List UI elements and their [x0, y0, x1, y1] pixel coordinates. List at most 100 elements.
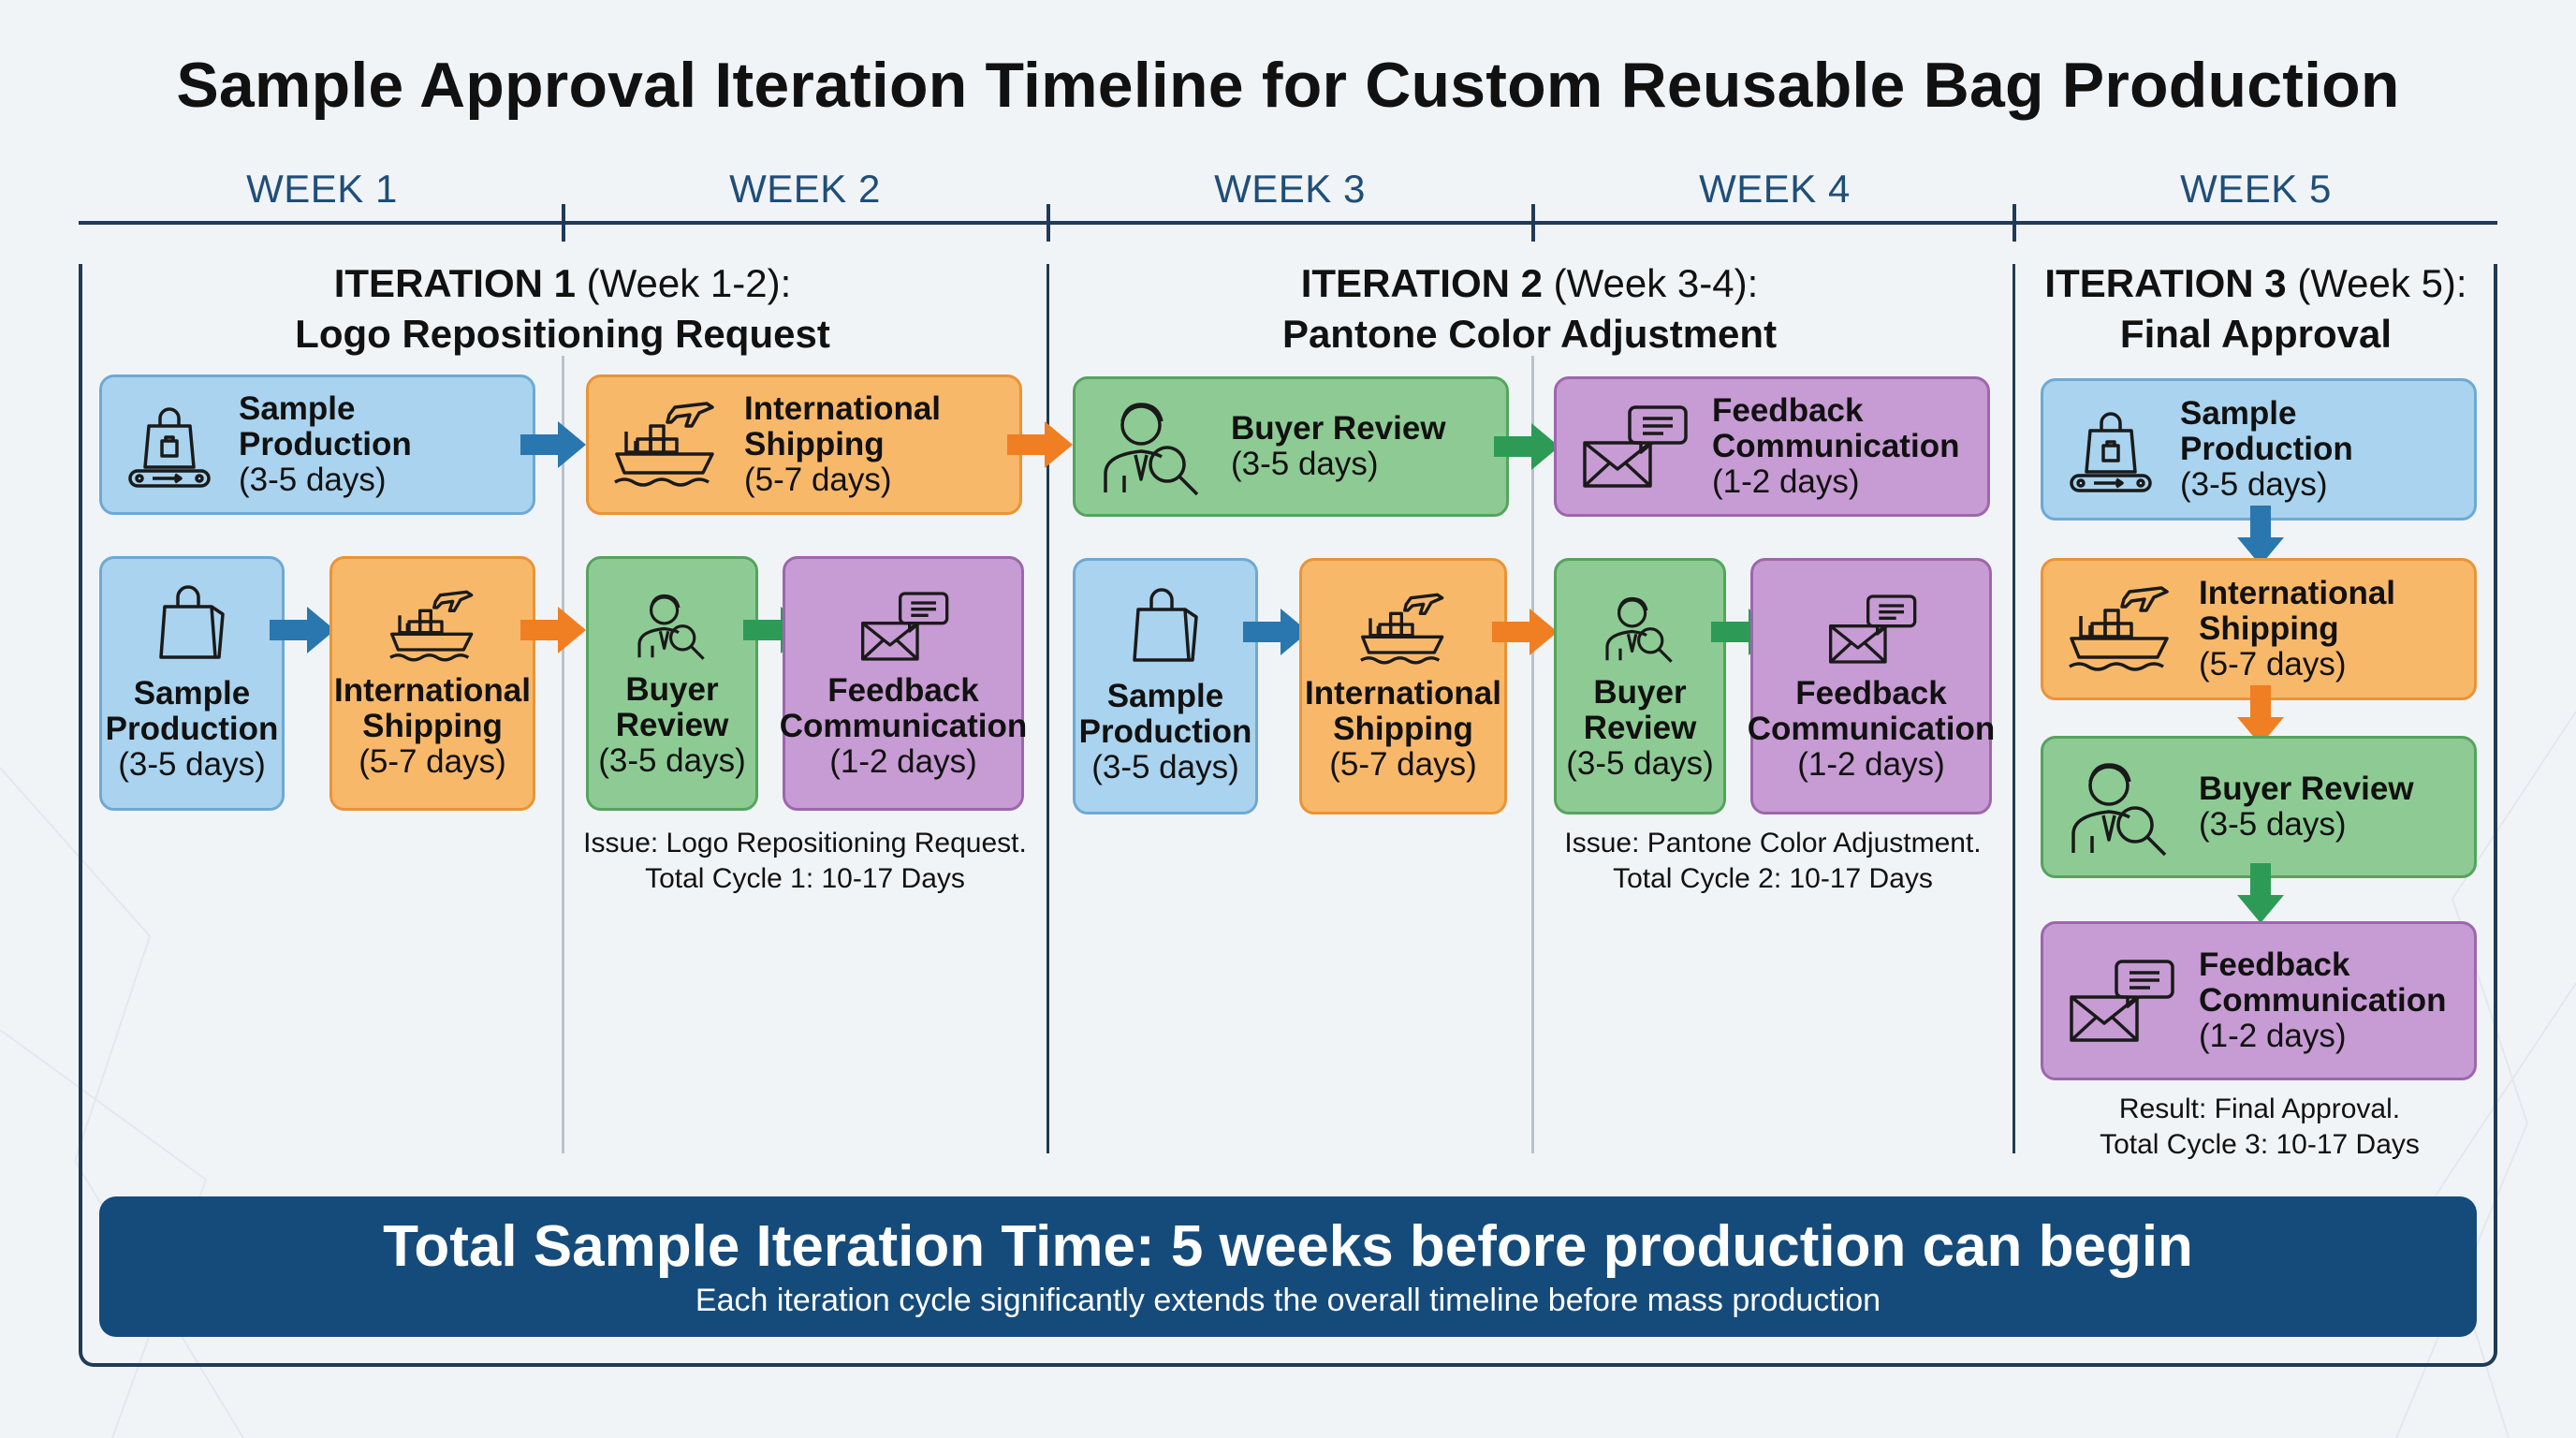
- step-name: Buyer: [625, 671, 719, 708]
- step-name: Sample: [239, 390, 356, 427]
- step-name: Feedback: [2199, 946, 2350, 983]
- step-name: Production: [239, 426, 412, 462]
- iteration-divider: [2012, 264, 2015, 1153]
- shopping-bag-icon: [1131, 587, 1200, 666]
- iteration-3-range: (Week 5):: [2297, 261, 2467, 305]
- step-duration: (5-7 days): [2199, 646, 2347, 682]
- step-name: Buyer Review: [2199, 770, 2414, 807]
- step-duration: (1-2 days): [1797, 746, 1945, 783]
- step-name: International: [333, 672, 532, 709]
- iteration-3-step-buyer-review: Buyer Review(3-5 days): [2041, 736, 2477, 878]
- step-name: Shipping: [362, 708, 503, 744]
- iteration-1-header: ITERATION 1 (Week 1-2): Logo Repositioni…: [97, 258, 1028, 360]
- week-label-4: WEEK 4: [1699, 167, 1851, 211]
- iteration-1-total: Total Cycle 1: 10-17 Days: [645, 863, 965, 894]
- arrow-icon: [1492, 609, 1558, 655]
- step-name: Production: [1078, 713, 1252, 750]
- page-title: Sample Approval Iteration Timeline for C…: [176, 50, 2400, 121]
- week-label-2: WEEK 2: [729, 167, 881, 211]
- step-name: Communication: [1747, 711, 1996, 747]
- shopping-bag-icon: [157, 584, 227, 663]
- step-duration: (1-2 days): [2199, 1018, 2347, 1054]
- step-duration: (3-5 days): [1231, 446, 1379, 482]
- arrow-icon: [1243, 609, 1309, 655]
- step-buyer-review: Buyer Review(3-5 days): [1073, 376, 1509, 517]
- step-name: Review: [1583, 710, 1697, 746]
- shopping-bag-conveyor-icon: [2064, 403, 2158, 496]
- iteration-3-subtitle: Final Approval: [2119, 312, 2393, 356]
- step-name: Sample: [2180, 395, 2297, 432]
- step-duration: (3-5 days): [1566, 745, 1714, 782]
- step-name: Production: [105, 711, 279, 747]
- axis-tick: [2012, 204, 2016, 242]
- reviewer-magnifier-icon: [2064, 756, 2176, 858]
- arrow-icon: [2237, 863, 2284, 923]
- cargo-ship-plane-icon: [609, 398, 722, 492]
- week-label-3: WEEK 3: [1214, 167, 1366, 211]
- iteration-1-range: (Week 1-2):: [586, 261, 792, 305]
- envelope-chat-icon: [1824, 590, 1918, 668]
- step-duration: (1-2 days): [1712, 463, 1860, 500]
- iteration-1-label: ITERATION 1: [333, 261, 576, 305]
- envelope-chat-icon: [2064, 954, 2176, 1048]
- iteration-1-issue: Issue: Logo Repositioning Request.: [583, 828, 1027, 858]
- timeline-axis: [79, 221, 2497, 225]
- arrow-icon: [520, 421, 586, 468]
- step-name: Shipping: [1333, 711, 1473, 747]
- step-duration: (3-5 days): [2180, 466, 2328, 503]
- step-duration: (3-5 days): [2199, 806, 2347, 843]
- step-duration: (3-5 days): [239, 462, 387, 498]
- cargo-ship-plane-icon: [2064, 582, 2176, 676]
- arrow-icon: [1494, 423, 1559, 470]
- cargo-ship-plane-icon: [386, 587, 479, 666]
- iteration-2-header: ITERATION 2 (Week 3-4): Pantone Color Ad…: [1052, 258, 2007, 360]
- step-duration: (1-2 days): [829, 743, 977, 780]
- iteration-divider: [1046, 264, 1049, 1153]
- summary-headline: Total Sample Iteration Time: 5 weeks bef…: [383, 1214, 2193, 1279]
- step-name: Buyer Review: [1231, 410, 1446, 447]
- reviewer-magnifier-icon: [633, 588, 711, 663]
- arrow-icon: [2237, 506, 2284, 565]
- week-divider: [1531, 356, 1534, 1153]
- iteration-2-range: (Week 3-4):: [1553, 261, 1759, 305]
- step-name: Communication: [2199, 982, 2447, 1019]
- week-label-1: WEEK 1: [246, 167, 398, 211]
- step-name: International: [744, 390, 942, 427]
- iteration-1-note: Issue: Logo Repositioning Request. Total…: [562, 826, 1048, 897]
- timeline-frame: [79, 264, 2497, 1367]
- step-name: Shipping: [744, 426, 885, 462]
- step-duration: (5-7 days): [744, 462, 892, 498]
- iteration-2-note: Issue: Pantone Color Adjustment. Total C…: [1531, 826, 2014, 897]
- iteration-3-total: Total Cycle 3: 10-17 Days: [2100, 1129, 2420, 1160]
- step-name: Review: [615, 707, 729, 743]
- iteration-1-subtitle: Logo Repositioning Request: [295, 312, 830, 356]
- iteration-2-subtitle: Pantone Color Adjustment: [1281, 312, 1778, 356]
- cargo-ship-plane-icon: [1356, 590, 1450, 668]
- step-duration: (5-7 days): [359, 743, 506, 780]
- summary-subline: Each iteration cycle significantly exten…: [695, 1283, 1881, 1318]
- step-name: International: [2199, 575, 2396, 611]
- reviewer-magnifier-icon: [1601, 591, 1679, 666]
- step-name: Feedback: [1795, 675, 1947, 712]
- iteration-3-label: ITERATION 3: [2044, 261, 2287, 305]
- step-name: Sample: [133, 675, 251, 712]
- iteration-3-header: ITERATION 3 (Week 5): Final Approval: [2018, 258, 2494, 360]
- envelope-chat-icon: [856, 587, 950, 666]
- step-name: Feedback: [1712, 392, 1864, 429]
- step-name: International: [1304, 675, 1502, 712]
- step-duration: (5-7 days): [1329, 746, 1477, 783]
- step-duration: (3-5 days): [598, 742, 746, 779]
- arrow-icon: [1007, 421, 1073, 468]
